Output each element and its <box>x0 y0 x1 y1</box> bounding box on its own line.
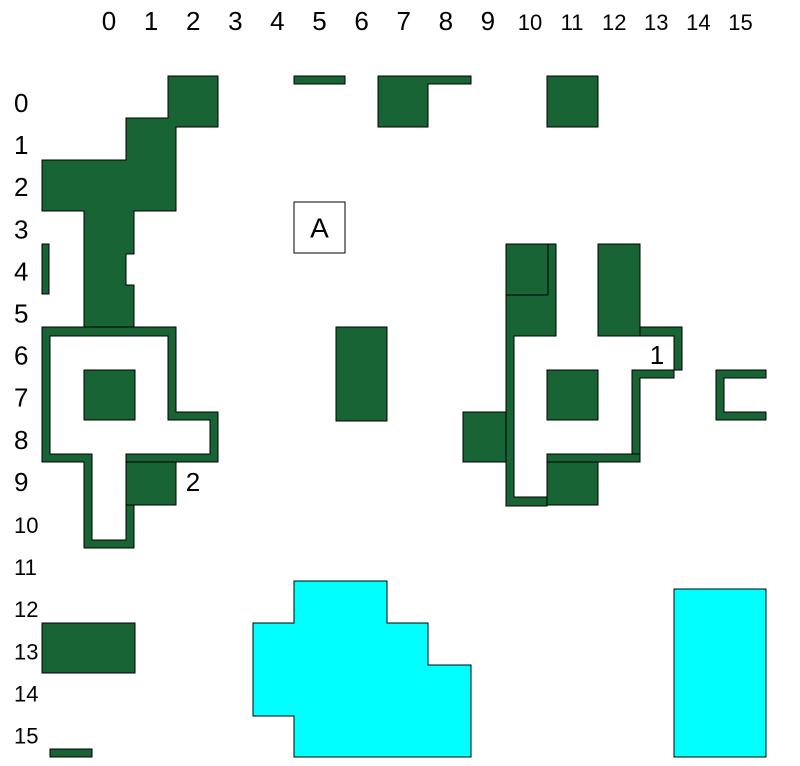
column-label: 14 <box>686 10 710 35</box>
row-label: 12 <box>14 597 38 622</box>
column-label: 3 <box>228 6 242 36</box>
column-label: 13 <box>644 10 668 35</box>
column-label: 11 <box>561 10 584 35</box>
water-region <box>252 580 472 758</box>
row-label: 4 <box>14 256 28 286</box>
terrain-region <box>41 243 50 295</box>
row-label: 10 <box>14 513 38 538</box>
row-label: 5 <box>14 299 28 329</box>
terrain-region <box>293 75 346 85</box>
terrain-region <box>41 622 136 674</box>
terrain-region <box>462 411 507 463</box>
column-label: 2 <box>186 6 200 36</box>
terrain-region <box>41 75 219 328</box>
terrain-region <box>125 461 177 506</box>
terrain-region <box>377 75 472 128</box>
column-label: 6 <box>354 6 368 36</box>
terrain-region <box>41 326 219 549</box>
column-label: 8 <box>439 6 453 36</box>
row-label: 0 <box>14 88 28 118</box>
terrain-region <box>715 369 767 421</box>
row-label: 15 <box>14 724 38 749</box>
terrain-region <box>546 461 599 506</box>
terrain-region <box>335 326 388 422</box>
column-label: 15 <box>728 10 752 35</box>
row-label: 8 <box>14 425 28 455</box>
column-label: 10 <box>518 10 542 35</box>
water-layer <box>252 580 767 758</box>
terrain-region <box>546 369 599 421</box>
column-label: 1 <box>144 6 158 36</box>
row-label: 2 <box>14 172 28 202</box>
row-label: 9 <box>14 467 28 497</box>
column-label: 7 <box>396 6 410 36</box>
row-label: 6 <box>14 341 28 371</box>
column-label: 9 <box>481 6 495 36</box>
row-label: 14 <box>14 681 38 706</box>
row-label: 7 <box>14 383 28 413</box>
marker-label: A <box>310 213 329 244</box>
terrain-region <box>83 369 136 421</box>
row-label: 3 <box>14 214 28 244</box>
terrain-region <box>546 75 599 128</box>
marker-label: 2 <box>186 467 200 497</box>
row-label: 1 <box>14 130 28 160</box>
row-label: 11 <box>14 555 37 580</box>
column-label: 5 <box>312 6 326 36</box>
row-label: 13 <box>14 639 38 664</box>
markers: A 1 2 <box>186 201 664 497</box>
terrain-region <box>597 243 641 337</box>
terrain-region <box>49 748 93 758</box>
column-label: 12 <box>602 10 626 35</box>
column-label: 4 <box>270 6 284 36</box>
water-region <box>673 588 767 758</box>
terrain-region <box>505 243 549 296</box>
terrain-layer <box>41 75 767 758</box>
column-label: 0 <box>102 6 116 36</box>
marker-label: 1 <box>650 340 664 370</box>
marker-box[interactable] <box>293 201 346 254</box>
